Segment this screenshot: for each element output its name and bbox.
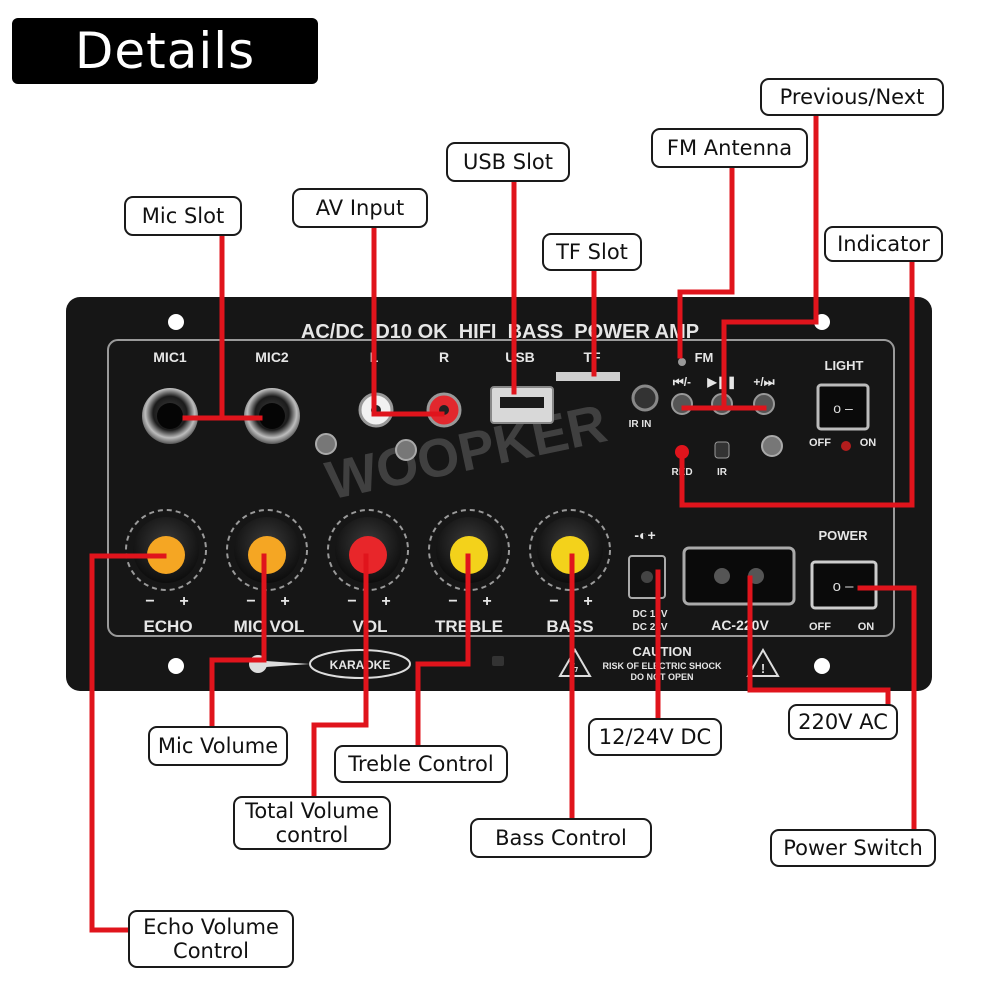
callout-power-switch-text: Power Switch <box>783 836 923 860</box>
caution-line-1: RISK OF ELECTRIC SHOCK <box>602 661 722 671</box>
callout-bass-control-text: Bass Control <box>495 826 627 850</box>
ir-label: IR <box>717 467 728 478</box>
power-switch-label: POWER <box>818 528 868 543</box>
ac-label: AC-220V <box>711 617 769 633</box>
volume-label: VOL <box>353 617 388 636</box>
light-switch-label: LIGHT <box>825 358 864 373</box>
callout-total-volume-line-2: control <box>276 823 349 847</box>
vent-slot <box>492 656 504 666</box>
mic-volume-knob-cap <box>248 536 286 574</box>
mic-volume-label: MIC VOL <box>234 617 305 636</box>
mounting-hole <box>168 314 184 330</box>
callout-tf-slot-text: TF Slot <box>556 240 628 264</box>
usb-port-tongue <box>500 397 544 408</box>
callout-echo-volume: Echo Volume Control <box>128 910 294 968</box>
mic1-label: MIC1 <box>153 349 187 365</box>
mic2-jack-hole <box>259 403 285 429</box>
callout-ac-input: 220V AC <box>788 704 898 740</box>
next-button[interactable] <box>754 394 774 414</box>
callout-tf-slot: TF Slot <box>542 233 642 271</box>
callout-indicator: Indicator <box>824 226 943 262</box>
caution-line-2: DO NOT OPEN <box>630 672 693 682</box>
dc-label-24v: DC 24V <box>632 622 667 633</box>
bass-plus: + <box>583 593 592 610</box>
callout-mic-slot-text: Mic Slot <box>142 204 224 228</box>
callout-mic-volume: Mic Volume <box>148 726 288 766</box>
ac-socket-pin <box>714 568 730 584</box>
mic2-label: MIC2 <box>255 349 289 365</box>
bass-minus: − <box>549 593 558 610</box>
callout-treble-control-text: Treble Control <box>348 752 494 776</box>
mic-volume-plus: + <box>280 593 289 610</box>
ac-socket[interactable] <box>684 548 794 604</box>
usb-label: USB <box>505 349 535 365</box>
light-off-label: OFF <box>809 437 831 449</box>
exclamation-mark: ! <box>761 661 765 676</box>
ir-in-label: IR IN <box>629 419 652 430</box>
fm-label: FM <box>695 350 714 365</box>
callout-fm-antenna-text: FM Antenna <box>667 136 792 160</box>
power-switch-mark: o – <box>833 578 855 595</box>
callout-indicator-text: Indicator <box>837 232 930 256</box>
callout-total-volume: Total Volume control <box>233 796 391 850</box>
mic1-jack-hole <box>157 403 183 429</box>
light-switch-mark: o – <box>833 400 853 416</box>
power-off-label: OFF <box>809 621 831 633</box>
callout-echo-volume-line-2: Control <box>173 939 249 963</box>
next-button-label: +/⏭ <box>753 375 774 389</box>
light-led <box>841 441 851 451</box>
callout-mic-volume-text: Mic Volume <box>158 734 278 758</box>
dc-polarity-symbol: -◐+ <box>634 527 655 543</box>
power-on-label: ON <box>858 621 875 633</box>
dc-jack-pin <box>641 571 653 583</box>
echo-knob[interactable] <box>126 510 206 590</box>
mounting-hole <box>814 658 830 674</box>
fm-antenna-point <box>678 358 686 366</box>
treble-plus: + <box>482 593 491 610</box>
callout-usb-slot: USB Slot <box>446 142 570 182</box>
callout-power-switch: Power Switch <box>770 829 936 867</box>
tf-slot[interactable] <box>556 372 620 381</box>
treble-minus: − <box>448 593 457 610</box>
mounting-hole <box>168 658 184 674</box>
ir-in-jack[interactable] <box>633 386 657 410</box>
callout-fm-antenna: FM Antenna <box>651 128 808 168</box>
volume-minus: − <box>347 593 356 610</box>
dc-label-12v: DC 12V <box>632 609 667 620</box>
callout-previous-next-text: Previous/Next <box>780 85 925 109</box>
screw <box>396 440 416 460</box>
prev-button[interactable] <box>672 394 692 414</box>
callout-bass-control: Bass Control <box>470 818 652 858</box>
karaoke-label: KARAOKE <box>330 658 391 672</box>
callout-echo-volume-line-1: Echo Volume <box>143 915 279 939</box>
callout-mic-slot: Mic Slot <box>124 196 242 236</box>
screw <box>316 434 336 454</box>
mic-volume-minus: − <box>246 593 255 610</box>
callout-total-volume-line-1: Total Volume <box>245 799 379 823</box>
callout-dc-input-text: 12/24V DC <box>599 725 711 749</box>
echo-minus: − <box>145 593 154 610</box>
model-text: AC/DC D10 OK HIFI BASS POWER AMP <box>301 321 699 343</box>
callout-av-input-text: AV Input <box>316 196 404 220</box>
callout-usb-slot-text: USB Slot <box>463 150 553 174</box>
callout-av-input: AV Input <box>292 188 428 228</box>
right-label: R <box>439 349 449 365</box>
mic-volume-knob[interactable] <box>227 510 307 590</box>
light-on-label: ON <box>860 437 877 449</box>
callout-previous-next: Previous/Next <box>760 78 944 116</box>
echo-plus: + <box>179 593 188 610</box>
callout-ac-input-text: 220V AC <box>798 710 888 734</box>
callout-treble-control: Treble Control <box>334 745 508 783</box>
screw <box>762 436 782 456</box>
volume-plus: + <box>381 593 390 610</box>
callout-dc-input: 12/24V DC <box>588 718 722 756</box>
caution-title: CAUTION <box>632 644 691 659</box>
ir-receiver <box>715 442 729 458</box>
echo-label: ECHO <box>143 617 192 636</box>
prev-button-label: ⏮/- <box>673 375 691 389</box>
